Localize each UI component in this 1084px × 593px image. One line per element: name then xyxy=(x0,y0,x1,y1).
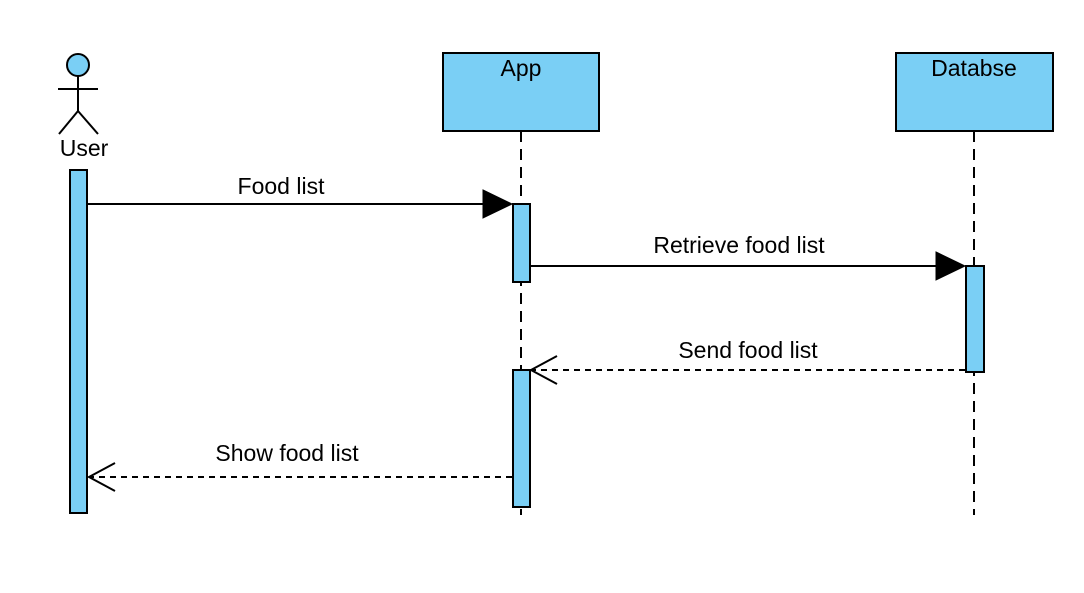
db-activation xyxy=(965,265,985,373)
message-label: Retrieve food list xyxy=(653,232,825,258)
app-participant: App xyxy=(442,52,600,132)
app-activation-2 xyxy=(512,369,531,508)
message-retrieve-food-list: Retrieve food list xyxy=(530,232,967,281)
message-label: Show food list xyxy=(215,440,359,466)
user-activation xyxy=(69,169,88,514)
message-label: Send food list xyxy=(678,337,818,363)
app-box xyxy=(442,52,600,132)
message-send-food-list: Send food list xyxy=(528,337,965,385)
actor-leg-left xyxy=(58,110,79,135)
user-label: User xyxy=(60,135,109,161)
app-activation-1 xyxy=(512,203,531,283)
db-box xyxy=(895,52,1054,132)
filled-arrowhead xyxy=(482,189,514,219)
actor-head xyxy=(66,53,90,77)
message-show-food-list: Show food list xyxy=(86,440,512,492)
db-label: Databse xyxy=(931,55,1017,81)
actor-leg-right xyxy=(77,110,99,135)
db-participant: Databse xyxy=(895,52,1054,132)
open-arrowhead xyxy=(528,355,558,385)
app-label: App xyxy=(501,55,542,81)
filled-arrowhead xyxy=(935,251,967,281)
message-label: Food list xyxy=(238,173,326,199)
open-arrowhead xyxy=(86,462,116,492)
user-actor: User xyxy=(58,53,109,161)
message-food-list: Food list xyxy=(87,173,514,219)
